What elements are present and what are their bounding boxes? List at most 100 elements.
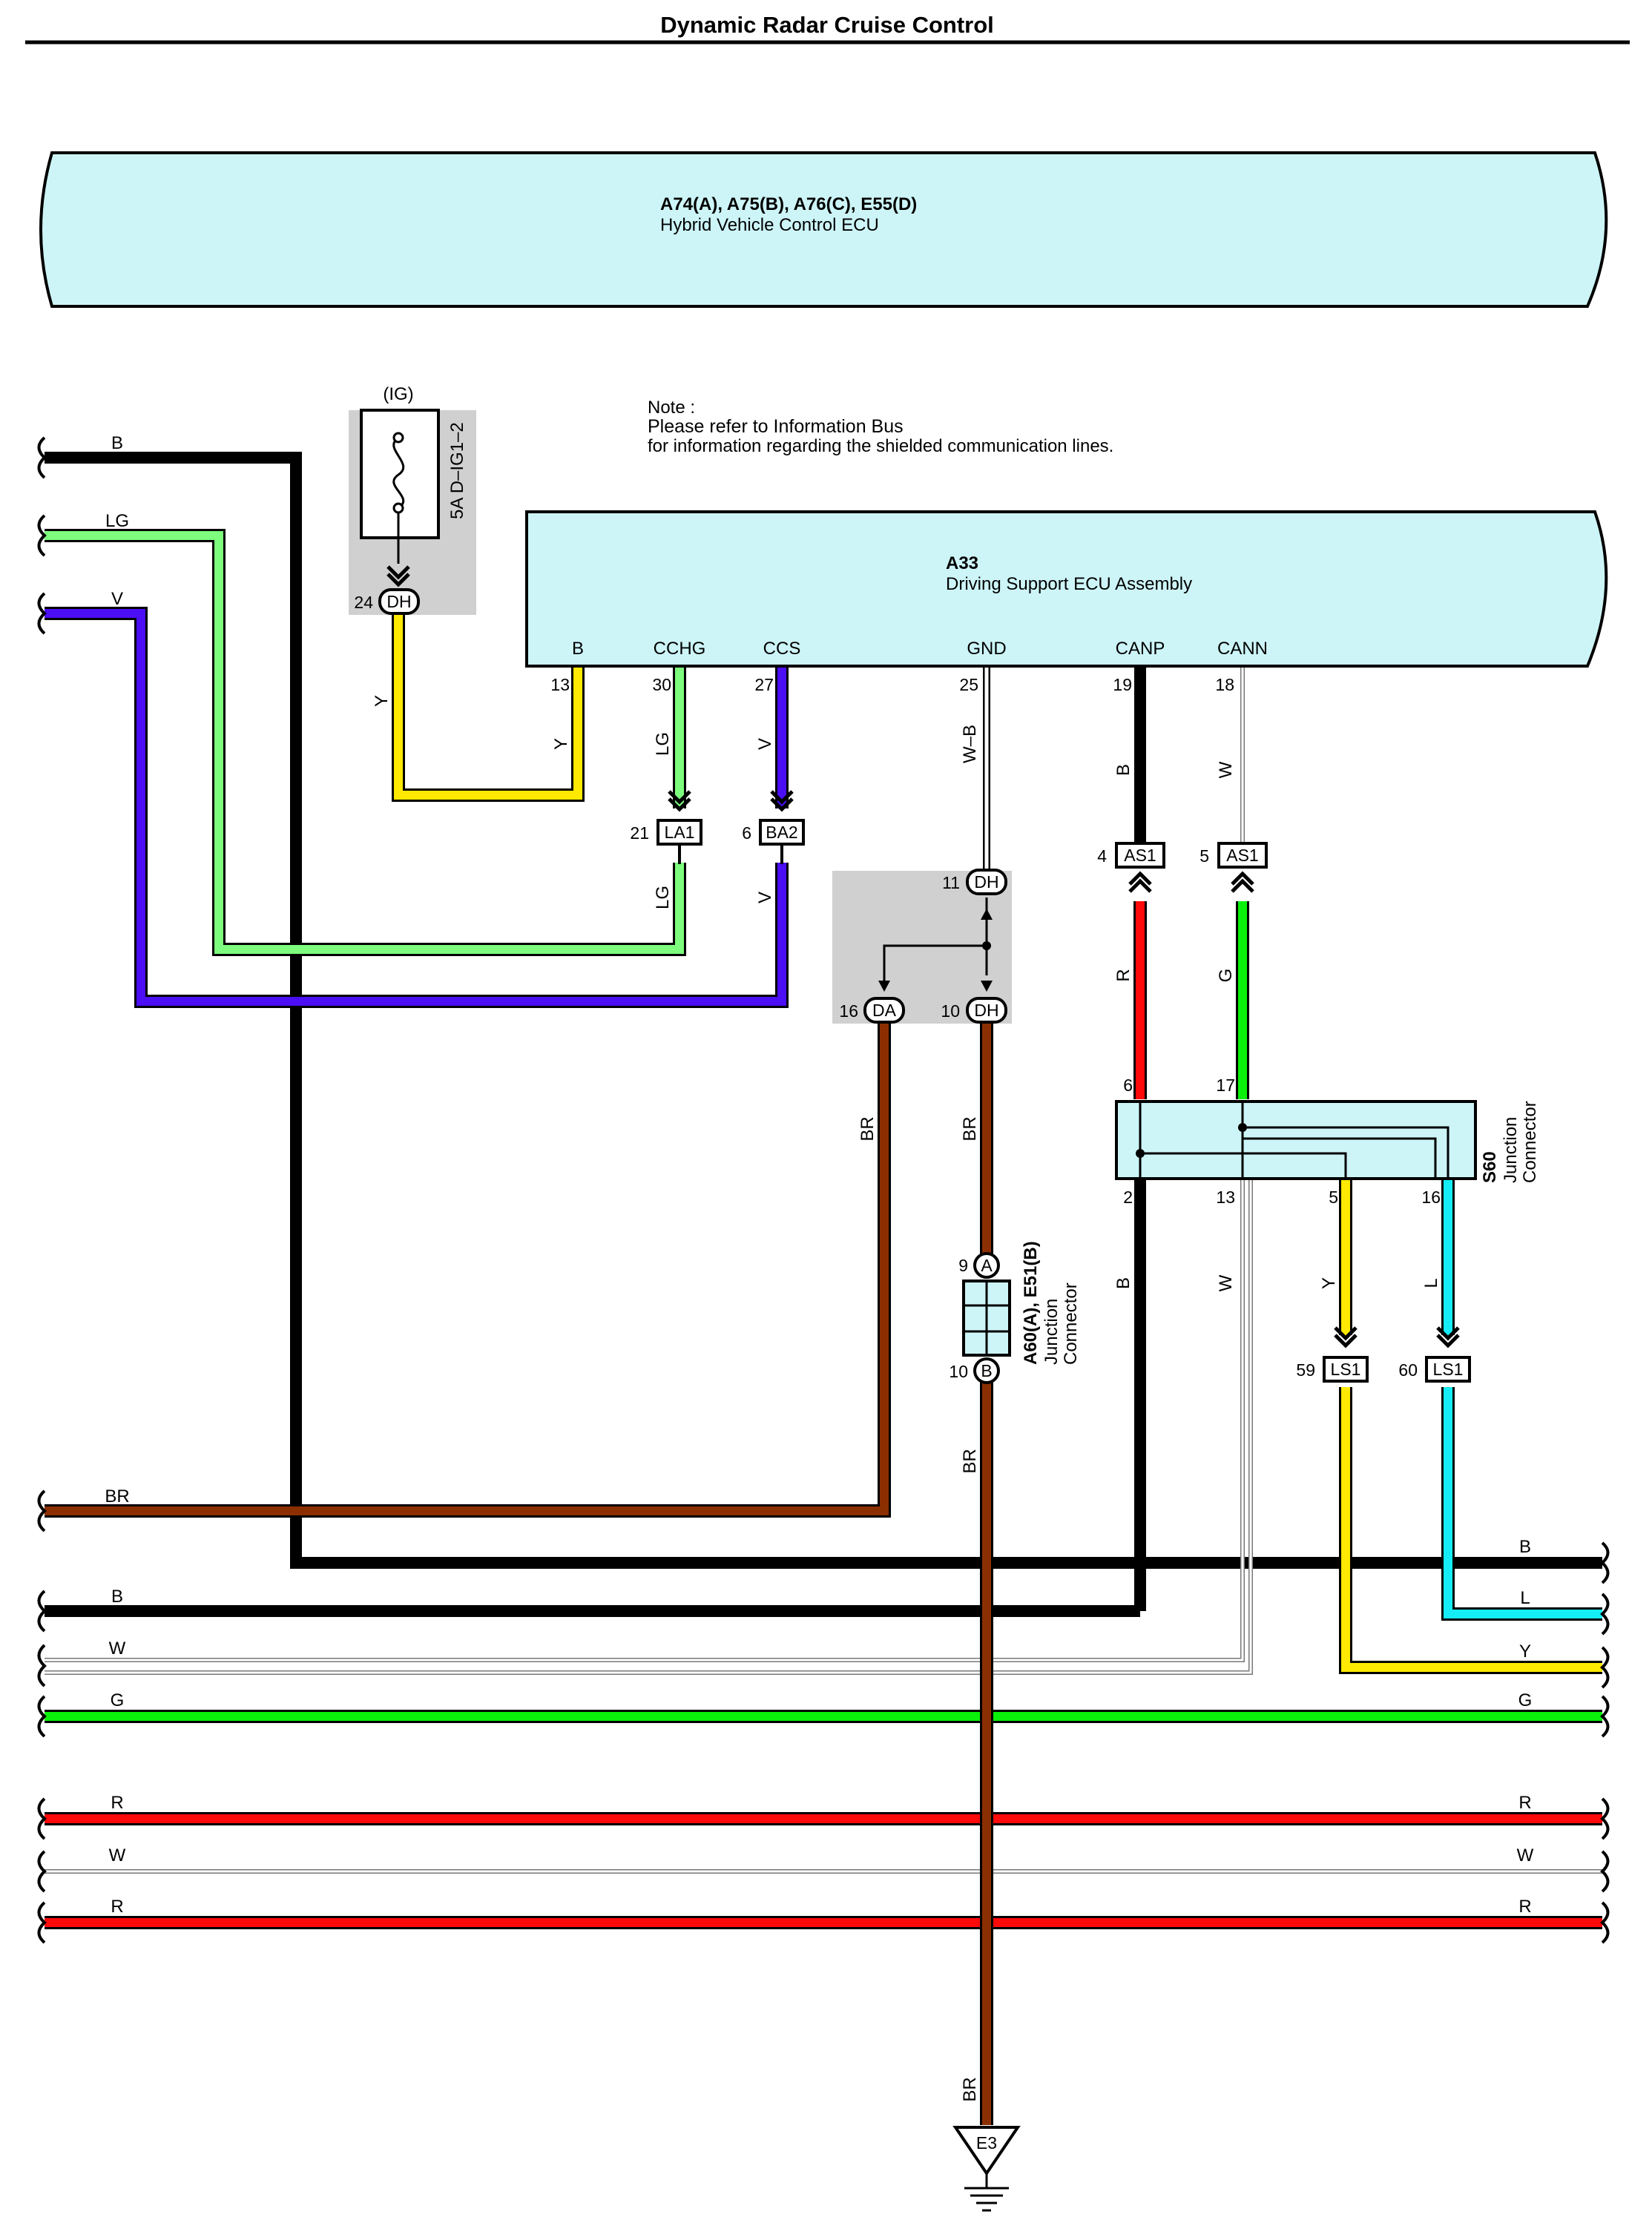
- svg-text:LS1: LS1: [1331, 1360, 1361, 1379]
- wire-s60-w: [45, 1179, 1252, 1674]
- svg-text:W: W: [109, 1845, 126, 1865]
- fuse-icon: [392, 436, 405, 510]
- wire-y-ls1: [1341, 1387, 1602, 1672]
- svg-text:Y: Y: [551, 738, 571, 750]
- svg-text:13: 13: [1216, 1188, 1235, 1207]
- pin-30: 30: [652, 675, 671, 694]
- terminal-cchg: CCHG: [654, 639, 706, 659]
- svg-text:DH: DH: [974, 872, 998, 892]
- svg-text:Connector: Connector: [1520, 1101, 1540, 1183]
- svg-text:21: 21: [630, 823, 649, 843]
- connector-ba2: BA2 6: [742, 790, 805, 846]
- ground-icon: [952, 2126, 1021, 2176]
- pin-27: 27: [754, 675, 774, 694]
- svg-text:AS1: AS1: [1124, 846, 1156, 865]
- wire-break-marks: [37, 436, 1610, 1944]
- connector-la1: LA1 21: [630, 790, 702, 846]
- svg-text:10: 10: [941, 1001, 960, 1021]
- svg-text:Y: Y: [372, 695, 392, 707]
- svg-text:R: R: [111, 1897, 123, 1917]
- svg-text:6: 6: [1123, 1076, 1133, 1095]
- wire-v: [45, 609, 786, 1006]
- svg-text:LA1: LA1: [665, 823, 695, 842]
- terminal-ccs: CCS: [763, 639, 801, 659]
- svg-text:DH: DH: [974, 1001, 998, 1020]
- svg-text:AS1: AS1: [1226, 846, 1258, 865]
- svg-text:11: 11: [942, 873, 960, 892]
- svg-text:V: V: [111, 589, 123, 609]
- connector-dh-24: [378, 588, 420, 615]
- svg-text:B: B: [111, 1587, 123, 1607]
- svg-text:60: 60: [1398, 1360, 1418, 1380]
- ds-ecu-code: A33: [946, 553, 978, 573]
- hv-ecu-code: A74(A), A75(B), A76(C), E55(D): [660, 194, 917, 214]
- svg-text:9: 9: [958, 1256, 968, 1275]
- connector-ls1-59: LS1 59: [1296, 1326, 1369, 1383]
- svg-text:6: 6: [742, 823, 751, 843]
- svg-text:Connector: Connector: [1061, 1282, 1081, 1365]
- svg-text:L: L: [1520, 1588, 1530, 1608]
- svg-text:G: G: [111, 1690, 125, 1710]
- svg-text:BA2: BA2: [766, 823, 797, 842]
- svg-text:B: B: [1113, 1277, 1133, 1289]
- svg-text:2: 2: [1123, 1188, 1133, 1207]
- svg-text:DH: DH: [386, 592, 411, 611]
- svg-text:BR: BR: [960, 1449, 980, 1473]
- fuse-ig-label: (IG): [383, 384, 413, 404]
- svg-text:V: V: [755, 892, 775, 903]
- terminal-canp: CANP: [1116, 639, 1165, 659]
- svg-text:W: W: [109, 1639, 126, 1659]
- svg-text:W: W: [1517, 1845, 1534, 1865]
- connector-da-16: DA 16: [839, 997, 905, 1024]
- junction-connector-s60: 6 17 2 13 5 16 S60 Junction Connector: [1115, 1076, 1540, 1207]
- svg-text:Y: Y: [1519, 1641, 1531, 1662]
- svg-text:B: B: [111, 433, 123, 453]
- svg-text:5: 5: [1199, 846, 1209, 866]
- terminal-b: B: [572, 639, 584, 659]
- connector-ls1-60: LS1 60: [1398, 1326, 1471, 1383]
- svg-text:R: R: [1518, 1897, 1531, 1917]
- svg-text:LG: LG: [653, 886, 673, 909]
- svg-text:S60: S60: [1480, 1151, 1500, 1183]
- hybrid-vehicle-ecu-box: [39, 151, 1608, 308]
- wire-br-da: [45, 1021, 889, 1515]
- wire-b-left-top: [45, 452, 1602, 1569]
- pin-18: 18: [1215, 675, 1234, 694]
- svg-text:B: B: [981, 1361, 992, 1380]
- svg-text:4: 4: [1097, 846, 1107, 866]
- connector-dh-11: DH 11: [942, 869, 1007, 895]
- svg-text:LG: LG: [105, 511, 129, 531]
- svg-text:A60(A), E51(B): A60(A), E51(B): [1021, 1241, 1041, 1365]
- wire-y-fuse-to-ecu: [394, 615, 582, 800]
- ds-ecu-name: Driving Support ECU Assembly: [946, 574, 1192, 594]
- svg-text:L: L: [1421, 1278, 1441, 1288]
- svg-text:BR: BR: [960, 1116, 980, 1141]
- svg-text:B: B: [1113, 764, 1133, 776]
- note-label: Note :: [648, 398, 695, 418]
- svg-text:Junction: Junction: [1041, 1299, 1062, 1365]
- note-line-1: Please refer to Information Bus: [648, 416, 904, 437]
- fuse-name: 5A D–IG1–2: [447, 422, 467, 519]
- svg-text:DA: DA: [872, 1001, 897, 1020]
- svg-text:BR: BR: [105, 1486, 129, 1506]
- svg-text:16: 16: [839, 1001, 858, 1021]
- svg-text:G: G: [1518, 1690, 1533, 1710]
- svg-text:G: G: [1216, 969, 1236, 983]
- svg-text:17: 17: [1216, 1076, 1235, 1095]
- page-title: Dynamic Radar Cruise Control: [660, 12, 994, 38]
- svg-text:Y: Y: [1319, 1277, 1339, 1289]
- svg-text:5: 5: [1329, 1188, 1338, 1207]
- junction-connector-a60: A 9 B 10 A60(A), E51(B) Junction Connect…: [949, 1241, 1081, 1384]
- svg-text:W: W: [1216, 761, 1236, 778]
- svg-text:V: V: [755, 738, 775, 750]
- pin-13: 13: [550, 675, 570, 694]
- svg-text:59: 59: [1296, 1360, 1315, 1380]
- svg-text:LG: LG: [653, 732, 673, 756]
- svg-text:10: 10: [949, 1362, 968, 1381]
- svg-text:16: 16: [1421, 1188, 1441, 1207]
- svg-text:W–B: W–B: [960, 725, 980, 763]
- svg-text:BR: BR: [858, 1116, 878, 1141]
- connector-dh-10: DH 10: [941, 997, 1007, 1024]
- terminal-gnd: GND: [967, 639, 1006, 659]
